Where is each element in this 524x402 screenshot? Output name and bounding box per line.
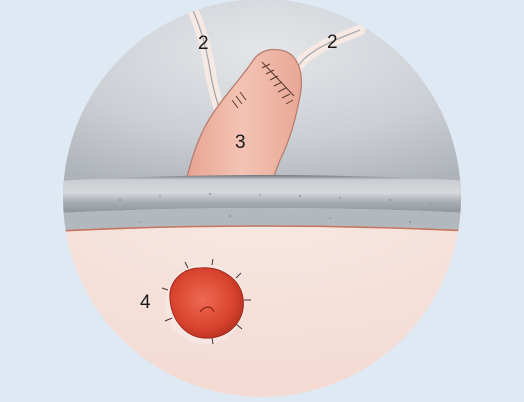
label-ureter-right: 2 [327, 32, 338, 53]
label-ureter-left: 2 [198, 33, 209, 54]
label-conduit: 3 [235, 132, 246, 153]
label-stoma: 4 [140, 292, 151, 313]
